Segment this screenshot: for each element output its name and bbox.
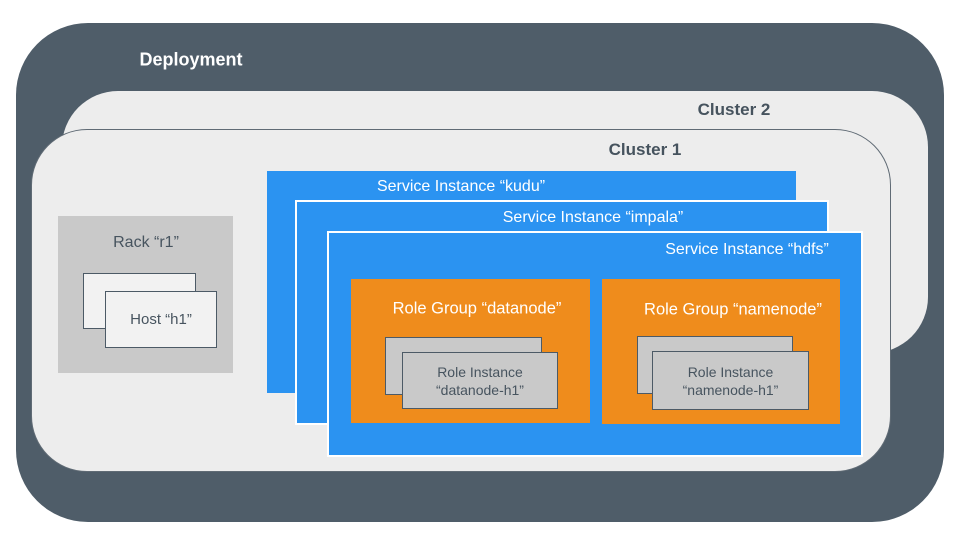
service-instance-impala-label: Service Instance “impala” bbox=[502, 209, 684, 226]
role-instance-datanode-line2: “datanode-h1” bbox=[436, 381, 524, 398]
rack-label: Rack “r1” bbox=[113, 234, 179, 251]
cluster1-label: Cluster 1 bbox=[608, 140, 682, 159]
role-instance-namenode-line2: “namenode-h1” bbox=[682, 381, 779, 398]
deployment-label: Deployment bbox=[139, 49, 243, 70]
role-group-datanode-label: Role Group “datanode” bbox=[392, 299, 562, 318]
role-instance-datanode-card: Role Instance “datanode-h1” bbox=[402, 352, 558, 409]
role-instance-datanode-line1: Role Instance bbox=[437, 363, 523, 380]
cluster2-label: Cluster 2 bbox=[697, 100, 771, 119]
role-group-namenode-label: Role Group “namenode” bbox=[644, 300, 822, 319]
host-card: Host “h1” bbox=[105, 291, 217, 348]
role-instance-namenode-card: Role Instance “namenode-h1” bbox=[652, 351, 809, 410]
host-label: Host “h1” bbox=[130, 311, 192, 328]
role-instance-namenode-line1: Role Instance bbox=[687, 363, 774, 380]
service-instance-kudu-label: Service Instance “kudu” bbox=[376, 178, 546, 195]
service-instance-hdfs-label: Service Instance “hdfs” bbox=[665, 241, 829, 258]
